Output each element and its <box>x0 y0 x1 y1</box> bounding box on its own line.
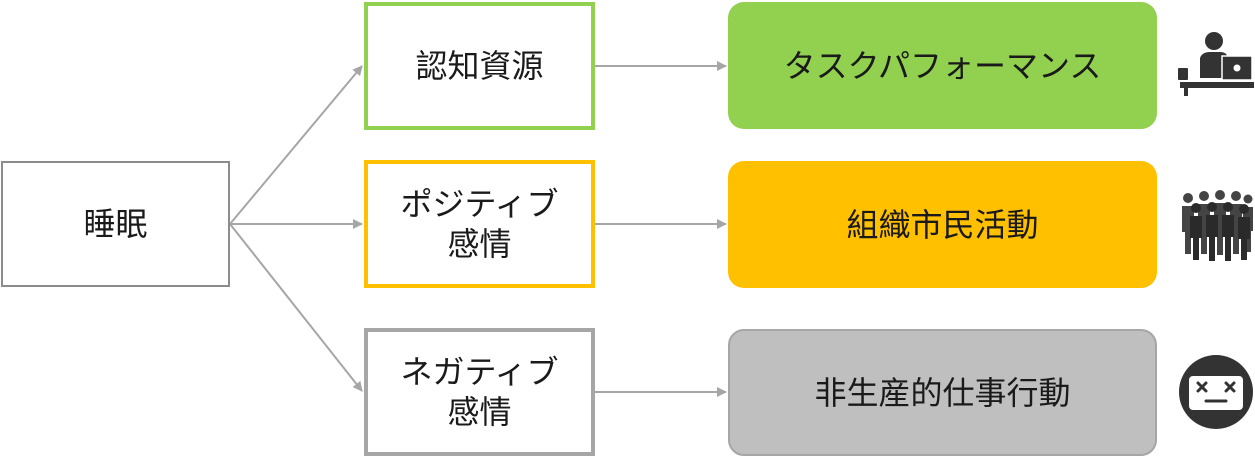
dizzy-face-icon <box>1179 355 1253 429</box>
ocb-node: 組織市民活動 <box>728 161 1157 288</box>
positive-affect-node: ポジティブ 感情 <box>364 160 595 288</box>
task-performance-node: タスクパフォーマンス <box>728 2 1157 129</box>
negative-affect-label-line1: ネガティブ <box>400 353 559 391</box>
ocb-label: 組織市民活動 <box>846 205 1039 244</box>
positive-affect-label-line2: 感情 <box>447 225 512 263</box>
arrow-sleep-to-cognitive <box>229 65 363 225</box>
arrow-sleep-to-negative <box>229 223 363 392</box>
worker-at-laptop-icon <box>1178 32 1254 96</box>
negative-affect-label-line2: 感情 <box>447 393 512 431</box>
sleep-node: 睡眠 <box>1 161 230 287</box>
cwb-node: 非生産的仕事行動 <box>728 329 1157 456</box>
task-performance-label: タスクパフォーマンス <box>783 46 1102 85</box>
cognitive-resources-node: 認知資源 <box>364 2 595 130</box>
cwb-label: 非生産的仕事行動 <box>814 373 1071 412</box>
sleep-label: 睡眠 <box>83 205 148 243</box>
group-of-people-icon <box>1182 190 1253 261</box>
cognitive-resources-label: 認知資源 <box>415 47 544 85</box>
negative-affect-node: ネガティブ 感情 <box>364 328 595 456</box>
positive-affect-label-line1: ポジティブ <box>400 185 559 223</box>
